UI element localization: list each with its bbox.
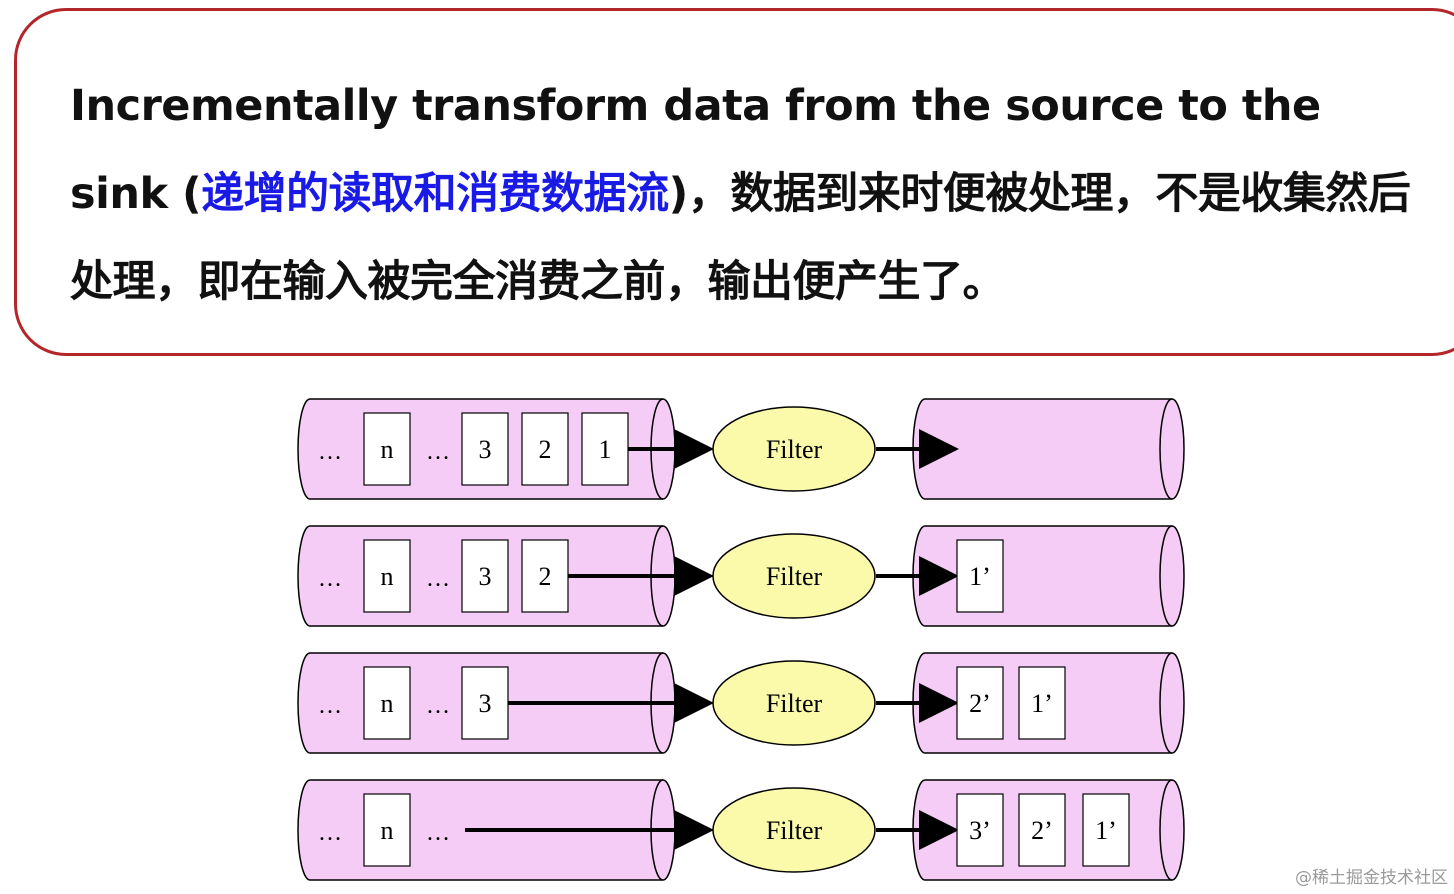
input-item-n-label: n bbox=[381, 816, 394, 845]
input-item-3-label: 3 bbox=[479, 435, 492, 464]
output-pipe-end bbox=[1159, 398, 1173, 500]
input-item-1-box bbox=[581, 412, 629, 486]
input-item-1-label: 1 bbox=[599, 435, 612, 464]
output-pipe-end bbox=[1159, 652, 1173, 754]
input-item-n-box bbox=[363, 666, 411, 740]
ellipsis-mid: … bbox=[426, 820, 450, 846]
ellipsis-left: … bbox=[318, 439, 342, 465]
callout-text-part1: Incrementally transform data from the so… bbox=[70, 81, 1321, 219]
input-item-2-label: 2 bbox=[539, 562, 552, 591]
pipeline-row-1: … n … 3 2 1 Filter bbox=[297, 398, 1185, 500]
output-item-1-label: 2’ bbox=[969, 689, 991, 718]
input-item-n-label: n bbox=[381, 689, 394, 718]
output-item-1-label: 1’ bbox=[969, 562, 991, 591]
filter-ellipse bbox=[712, 787, 876, 873]
output-item-2-box bbox=[1018, 666, 1066, 740]
input-item-n-box bbox=[363, 539, 411, 613]
callout-text-highlight: 递增的读取和消费数据流 bbox=[201, 169, 669, 219]
ellipsis-left: … bbox=[318, 820, 342, 846]
output-item-1-label: 3’ bbox=[969, 816, 991, 845]
callout-box bbox=[14, 8, 1454, 356]
filter-ellipse bbox=[712, 533, 876, 619]
pipeline-row-3: … n … 3 Filter 2’ 1’ bbox=[297, 652, 1185, 754]
input-item-2-label: 2 bbox=[539, 435, 552, 464]
input-item-n-label: n bbox=[381, 562, 394, 591]
pipeline-row-4: … n … Filter 3’ 2’ 1’ bbox=[297, 779, 1185, 881]
input-item-n-box bbox=[363, 793, 411, 867]
filter-ellipse bbox=[712, 406, 876, 492]
output-pipe-end bbox=[1159, 525, 1173, 627]
input-item-3-box bbox=[461, 412, 509, 486]
output-item-3-label: 1’ bbox=[1095, 816, 1117, 845]
filter-label: Filter bbox=[766, 816, 823, 845]
input-item-3-label: 3 bbox=[479, 689, 492, 718]
callout-text: Incrementally transform data from the so… bbox=[70, 62, 1430, 326]
output-item-2-label: 1’ bbox=[1031, 689, 1053, 718]
ellipsis-mid: … bbox=[426, 566, 450, 592]
input-item-2-box bbox=[521, 412, 569, 486]
watermark: @稀土掘金技术社区 bbox=[1295, 868, 1448, 888]
input-item-3-box bbox=[461, 539, 509, 613]
filter-ellipse bbox=[712, 660, 876, 746]
output-item-2-box bbox=[1018, 793, 1066, 867]
filter-label: Filter bbox=[766, 562, 823, 591]
callout-text-part2: )，数据到来时便被处理，不是收集然后处理，即在输入被完全消费之前，输出便产生了。 bbox=[70, 169, 1411, 307]
output-pipe-end bbox=[1159, 779, 1173, 881]
output-item-1-box bbox=[956, 793, 1004, 867]
output-item-3-box bbox=[1082, 793, 1130, 867]
input-item-3-label: 3 bbox=[479, 562, 492, 591]
filter-label: Filter bbox=[766, 435, 823, 464]
ellipsis-left: … bbox=[318, 566, 342, 592]
ellipsis-left: … bbox=[318, 693, 342, 719]
output-item-1-box bbox=[956, 539, 1004, 613]
input-item-n-box bbox=[363, 412, 411, 486]
input-item-n-label: n bbox=[381, 435, 394, 464]
pipeline-row-2: … n … 3 2 Filter 1’ bbox=[297, 525, 1185, 627]
filter-label: Filter bbox=[766, 689, 823, 718]
ellipsis-mid: … bbox=[426, 439, 450, 465]
output-item-1-box bbox=[956, 666, 1004, 740]
output-item-2-label: 2’ bbox=[1031, 816, 1053, 845]
ellipsis-mid: … bbox=[426, 693, 450, 719]
